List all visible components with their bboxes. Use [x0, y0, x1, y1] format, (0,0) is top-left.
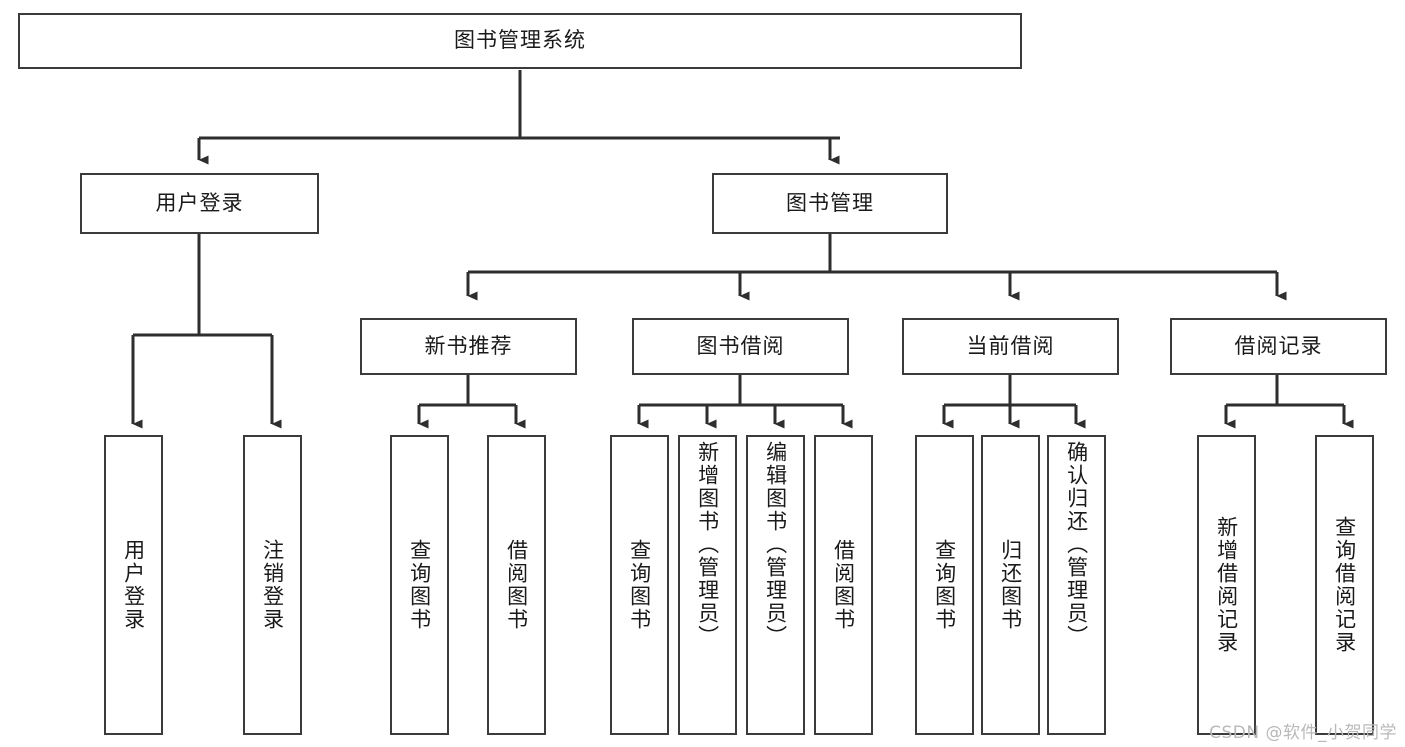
node-leaf-add-borrow-record[interactable]: 新增借阅记录 — [1197, 435, 1256, 735]
node-leaf-query-book-current-label: 查询图书 — [932, 539, 957, 631]
node-leaf-query-borrow-record[interactable]: 查询借阅记录 — [1315, 435, 1374, 735]
node-leaf-logout[interactable]: 注销登录 — [243, 435, 302, 735]
node-leaf-confirm-return[interactable]: 确认归还（管理员） — [1047, 435, 1106, 735]
node-borrow-record-label: 借阅记录 — [1234, 333, 1323, 358]
node-leaf-user-login-label: 用户登录 — [121, 539, 146, 631]
node-leaf-query-book-recommend-label: 查询图书 — [407, 539, 432, 631]
node-current-borrow[interactable]: 当前借阅 — [902, 318, 1119, 375]
node-leaf-add-borrow-record-label: 新增借阅记录 — [1214, 516, 1239, 654]
node-root[interactable]: 图书管理系统 — [18, 13, 1022, 69]
node-leaf-add-book-label: 新增图书（管理员） — [695, 441, 720, 648]
node-leaf-lend-book-label: 借阅图书 — [831, 539, 856, 631]
node-leaf-edit-book[interactable]: 编辑图书（管理员） — [746, 435, 805, 735]
node-leaf-borrow-book-recommend-label: 借阅图书 — [504, 539, 529, 631]
node-user-login[interactable]: 用户登录 — [80, 173, 319, 234]
node-user-login-label: 用户登录 — [155, 190, 244, 215]
node-leaf-return-book[interactable]: 归还图书 — [981, 435, 1040, 735]
node-book-borrow[interactable]: 图书借阅 — [632, 318, 849, 375]
node-book-manage[interactable]: 图书管理 — [712, 173, 948, 234]
node-current-borrow-label: 当前借阅 — [966, 333, 1055, 358]
node-leaf-query-book-borrow[interactable]: 查询图书 — [610, 435, 669, 735]
node-borrow-record[interactable]: 借阅记录 — [1170, 318, 1387, 375]
node-leaf-confirm-return-label: 确认归还（管理员） — [1064, 441, 1089, 648]
node-leaf-query-borrow-record-label: 查询借阅记录 — [1332, 516, 1357, 654]
node-book-borrow-label: 图书借阅 — [696, 333, 785, 358]
node-leaf-user-login[interactable]: 用户登录 — [104, 435, 163, 735]
node-leaf-add-book[interactable]: 新增图书（管理员） — [678, 435, 737, 735]
node-leaf-query-book-recommend[interactable]: 查询图书 — [390, 435, 449, 735]
node-leaf-query-book-borrow-label: 查询图书 — [627, 539, 652, 631]
node-root-label: 图书管理系统 — [454, 28, 586, 53]
node-book-manage-label: 图书管理 — [786, 190, 874, 215]
node-leaf-return-book-label: 归还图书 — [998, 539, 1023, 631]
node-leaf-edit-book-label: 编辑图书（管理员） — [763, 441, 788, 648]
node-leaf-lend-book[interactable]: 借阅图书 — [814, 435, 873, 735]
node-leaf-borrow-book-recommend[interactable]: 借阅图书 — [487, 435, 546, 735]
watermark-text: CSDN @软件_小贺同学 — [1209, 723, 1397, 743]
node-leaf-query-book-current[interactable]: 查询图书 — [915, 435, 974, 735]
node-new-book-recommend-label: 新书推荐 — [424, 333, 513, 358]
node-leaf-logout-label: 注销登录 — [260, 539, 285, 631]
node-new-book-recommend[interactable]: 新书推荐 — [360, 318, 577, 375]
